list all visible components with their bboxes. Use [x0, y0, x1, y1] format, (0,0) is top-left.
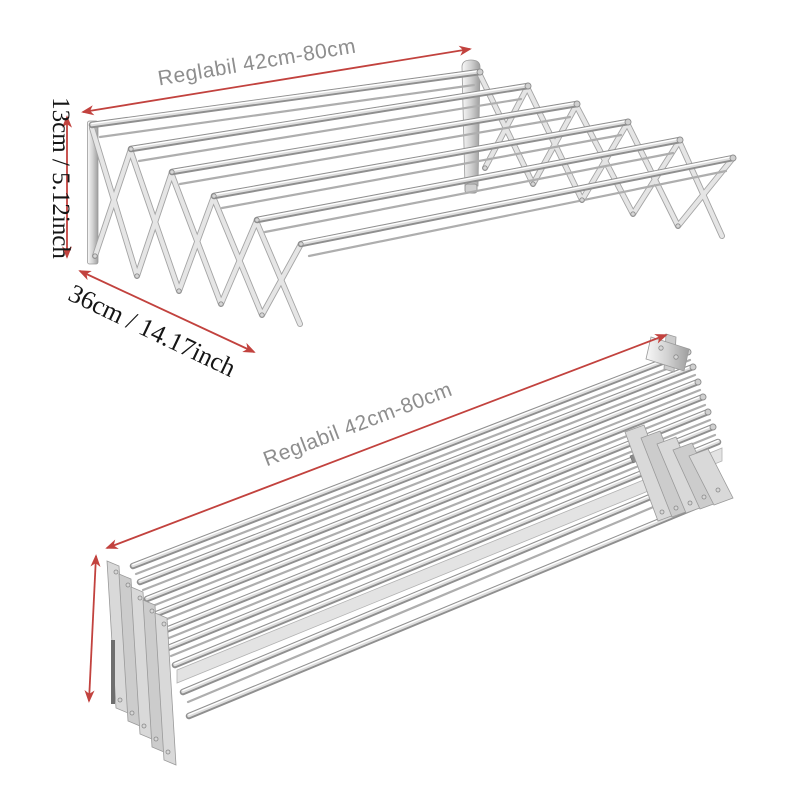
- drying-tubes: [92, 71, 733, 258]
- extended-rack-photo: [87, 59, 737, 327]
- mount-rail-slot: [111, 640, 115, 704]
- stack-screws: [113, 569, 171, 755]
- bottom-height-arrow: [84, 554, 101, 703]
- scissor-arm-faces: [89, 125, 304, 327]
- dimension-arrows: [61, 45, 668, 703]
- left-scissor-arms: [89, 125, 304, 327]
- left-wall-plate: [87, 120, 99, 265]
- top-width-arrow: [81, 45, 472, 116]
- bottom-width-arrow: [105, 334, 668, 549]
- pivot-screws: [92, 68, 737, 318]
- wall-bracket: [461, 59, 481, 194]
- top-height-label: 13cm / 5.12inch: [47, 97, 74, 259]
- left-folded-plates: [106, 560, 177, 766]
